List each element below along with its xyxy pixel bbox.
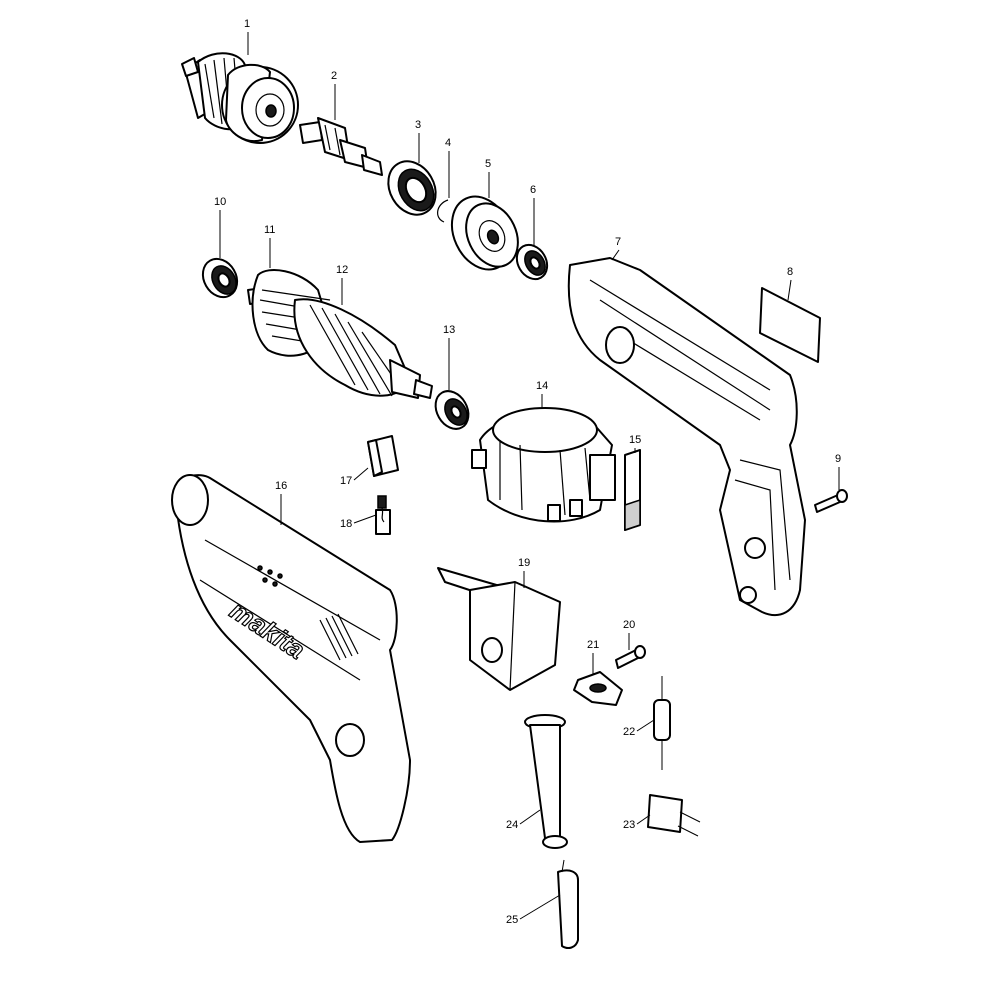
part-15-insulation bbox=[624, 449, 641, 532]
part-13-bearing bbox=[434, 390, 470, 430]
callout-3: 3 bbox=[415, 119, 421, 131]
callout-15: 15 bbox=[629, 434, 641, 446]
vent-slots bbox=[319, 613, 359, 661]
part-23-capacitor bbox=[647, 794, 701, 837]
callout-18: 18 bbox=[340, 518, 352, 530]
part-19-switch bbox=[437, 567, 561, 691]
part-25-cord bbox=[557, 859, 579, 949]
part-3-bearing bbox=[387, 160, 437, 216]
callout-5: 5 bbox=[485, 158, 491, 170]
callout-6: 6 bbox=[530, 184, 536, 196]
callout-16: 16 bbox=[275, 480, 287, 492]
callout-24: 24 bbox=[506, 819, 518, 831]
callout-25: 25 bbox=[506, 914, 518, 926]
callout-19: 19 bbox=[518, 557, 530, 569]
part-4-retaining-ring bbox=[437, 199, 449, 223]
part-18-carbon-brush bbox=[375, 495, 391, 535]
part-9-screw bbox=[814, 489, 848, 513]
callout-23: 23 bbox=[623, 819, 635, 831]
callout-22: 22 bbox=[623, 726, 635, 738]
vent-dots bbox=[257, 565, 283, 587]
part-6-bearing bbox=[515, 243, 549, 281]
part-2-spindle bbox=[299, 117, 383, 176]
callout-4: 4 bbox=[445, 137, 451, 149]
callout-9: 9 bbox=[835, 453, 841, 465]
callout-8: 8 bbox=[787, 266, 793, 278]
callout-21: 21 bbox=[587, 639, 599, 651]
part-8-name-plate bbox=[759, 287, 821, 363]
part-17-brush-holder bbox=[367, 435, 399, 477]
part-21-strain-relief bbox=[573, 671, 623, 706]
callout-7: 7 bbox=[615, 236, 621, 248]
part-7-housing bbox=[567, 257, 806, 617]
callouts: 1 2 3 4 5 6 7 8 9 10 11 12 13 14 15 16 1 bbox=[214, 18, 841, 926]
callout-12: 12 bbox=[336, 264, 348, 276]
part-1-chuck bbox=[181, 52, 299, 144]
part-20-screw bbox=[615, 645, 646, 669]
callout-20: 20 bbox=[623, 619, 635, 631]
callout-1: 1 bbox=[244, 18, 250, 30]
callout-2: 2 bbox=[331, 70, 337, 82]
part-22-noise-suppressor bbox=[653, 676, 671, 770]
callout-17: 17 bbox=[340, 475, 352, 487]
part-5-gear bbox=[450, 195, 519, 271]
callout-13: 13 bbox=[443, 324, 455, 336]
part-16-housing: makita bbox=[171, 474, 411, 843]
part-24-cord-guard bbox=[524, 714, 568, 849]
part-14-field bbox=[471, 407, 616, 523]
part-10-bearing bbox=[201, 257, 239, 299]
callout-11: 11 bbox=[264, 224, 275, 236]
callout-10: 10 bbox=[214, 196, 226, 208]
callout-14: 14 bbox=[536, 380, 548, 392]
part-11-12-armature bbox=[247, 269, 433, 399]
